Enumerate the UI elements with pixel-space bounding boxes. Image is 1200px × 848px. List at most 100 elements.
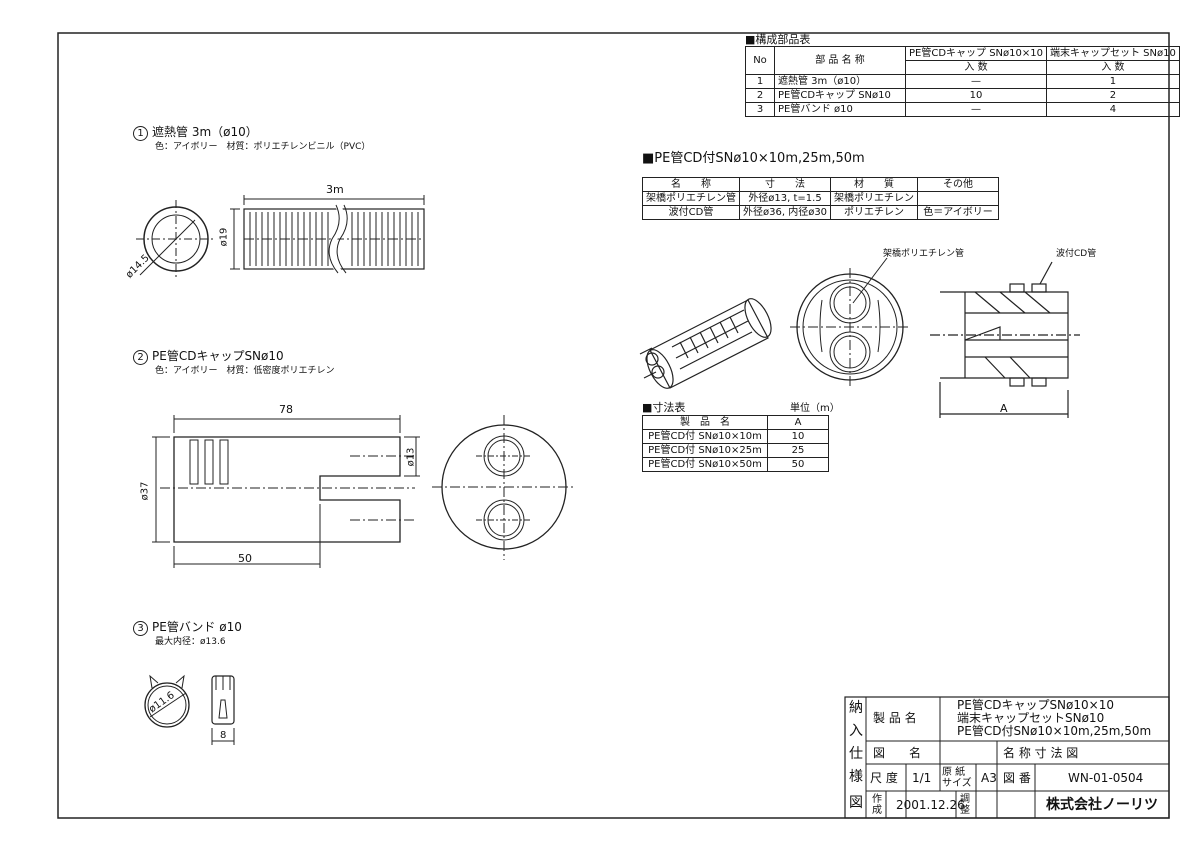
pe-band <box>144 674 235 745</box>
size-cell: 25 <box>767 443 829 458</box>
table-row: PE管CD付 SNø10×10m 10 <box>642 429 829 444</box>
product-line-1: PE管CDキャップSNø10×10 <box>957 698 1114 712</box>
company-name: 株式会社ノーリツ <box>1046 797 1158 813</box>
cd-cell: 外径ø13, t=1.5 <box>738 191 832 206</box>
cd-cell: 波付CD管 <box>642 205 740 220</box>
table-row: 架橋ポリエチレン管 外径ø13, t=1.5 架橋ポリエチレン <box>642 191 1000 206</box>
part3-title: PE管バンド ø10 <box>152 620 242 634</box>
col-set2: 端末キャップセット SNø10 <box>1045 46 1180 61</box>
cd-section-title: ■PE管CD付SNø10×10m,25m,50m <box>642 151 865 166</box>
number-label: 図 番 <box>1003 771 1031 785</box>
cd-cap-end <box>432 415 576 560</box>
heat-tube-ribs <box>249 212 419 266</box>
row-name: 遮熱管 3m（ø10） <box>774 74 906 89</box>
part3-dim-width: 8 <box>220 730 227 741</box>
product-line-3: PE管CD付SNø10×10m,25m,50m <box>957 724 1152 738</box>
row-q2: 2 <box>1045 88 1180 103</box>
size-table-unit: 単位（m） <box>790 403 840 414</box>
size-cell: PE管CD付 SNø10×10m <box>642 429 768 444</box>
dim-a-label: A <box>1000 402 1008 415</box>
part1-dim-dia: ø19 <box>218 227 230 247</box>
part2-dim-hole: ø13 <box>405 447 417 467</box>
part2-dim-slot: 50 <box>238 552 252 565</box>
size-cell: PE管CD付 SNø10×50m <box>642 457 768 472</box>
cd-header: 材 質 <box>830 177 919 192</box>
cd-cell: 架橋ポリエチレン管 <box>642 191 740 206</box>
side-char: 入 <box>849 723 863 739</box>
cd-cell <box>917 191 1000 206</box>
heat-tube-section <box>136 200 216 278</box>
made-date: 2001.12.26 <box>896 798 965 812</box>
paper-label: 原 紙 サイズ <box>942 767 972 789</box>
drawing-name: 名 称 寸 法 図 <box>1003 746 1079 760</box>
made-label: 作 成 <box>872 794 882 816</box>
scale-value: 1/1 <box>912 771 932 785</box>
cd-spec-table: 名 称 寸 法 材 質 その他 架橋ポリエチレン管 外径ø13, t=1.5 架… <box>642 177 1000 220</box>
cd-pipe-iso <box>639 298 772 389</box>
part2-dim-dia: ø37 <box>139 481 151 501</box>
part3-spec: 最大内径：ø13.6 <box>155 637 226 647</box>
title-block-lines <box>844 696 1170 819</box>
part3-heading: 3 PE管バンド ø10 <box>133 621 242 636</box>
row-no: 3 <box>745 102 775 117</box>
size-table-title: ■寸法表 <box>642 401 686 414</box>
table-row: PE管CD付 SNø10×50m 50 <box>642 457 829 472</box>
label-cd-pipe: 波付CD管 <box>1056 249 1097 259</box>
part1-title: 遮熱管 3m（ø10） <box>152 125 258 139</box>
size-cell: 10 <box>767 429 829 444</box>
part1-heading: 1 遮熱管 3m（ø10） <box>133 126 258 141</box>
sheet-border <box>57 32 1170 819</box>
cd-header: その他 <box>917 177 1000 192</box>
row-name: PE管バンド ø10 <box>774 102 906 117</box>
cd-cell: 色＝アイボリー <box>917 205 1000 220</box>
part2-title: PE管CDキャップSNø10 <box>152 349 284 363</box>
side-char: 様 <box>849 769 863 785</box>
size-header: 製 品 名 <box>642 415 768 430</box>
side-char: 仕 <box>849 746 863 762</box>
parts-table: No 部 品 名 称 PE管CDキャップ SNø10×10 端末キャップセット … <box>745 46 1180 117</box>
cd-cell: 架橋ポリエチレン <box>830 191 919 206</box>
cd-header: 寸 法 <box>738 177 832 192</box>
heat-tube-side <box>230 195 425 275</box>
part3-number: 3 <box>133 621 148 636</box>
size-table: 製 品 名 A PE管CD付 SNø10×10m 10 PE管CD付 SNø10… <box>642 415 829 472</box>
row-q1: — <box>905 74 1047 89</box>
col-set1: PE管CDキャップ SNø10×10 <box>905 46 1047 61</box>
col-name: 部 品 名 称 <box>774 46 906 75</box>
table-row: 2 PE管CDキャップ SNø10 10 2 <box>745 88 1180 103</box>
drawing-number: WN-01-0504 <box>1068 771 1144 785</box>
size-cell: 50 <box>767 457 829 472</box>
size-cell: PE管CD付 SNø10×25m <box>642 443 768 458</box>
part1-dim-length: 3m <box>326 183 344 196</box>
parts-table-title: ■構成部品表 <box>745 33 811 46</box>
table-row: 波付CD管 外径ø36, 内径ø30 ポリエチレン 色＝アイボリー <box>642 205 1000 220</box>
side-char: 納 <box>849 700 863 716</box>
drawing-label: 図 名 <box>873 746 922 760</box>
col-no: No <box>745 46 775 75</box>
cd-pipe-side <box>930 261 1080 418</box>
cd-header: 名 称 <box>642 177 740 192</box>
part2-dim-length: 78 <box>279 403 293 416</box>
part2-number: 2 <box>133 350 148 365</box>
check-label: 調 整 <box>960 794 970 816</box>
table-row: 1 遮熱管 3m（ø10） — 1 <box>745 74 1180 89</box>
row-q1: 10 <box>905 88 1047 103</box>
row-name: PE管CDキャップ SNø10 <box>774 88 906 103</box>
product-line-2: 端末キャップセットSNø10 <box>957 711 1105 725</box>
side-char: 図 <box>849 795 863 811</box>
size-header: A <box>767 415 829 430</box>
cd-pipe-section <box>790 257 910 388</box>
cd-cell: ポリエチレン <box>830 205 919 220</box>
cd-cell: 外径ø36, 内径ø30 <box>738 205 832 220</box>
row-q2: 1 <box>1045 74 1180 89</box>
cd-cap-side <box>152 415 420 568</box>
row-q2: 4 <box>1045 102 1180 117</box>
part1-number: 1 <box>133 126 148 141</box>
product-label: 製 品 名 <box>873 711 917 725</box>
part2-spec: 色：アイボリー 材質：低密度ポリエチレン <box>155 366 335 376</box>
row-no: 1 <box>745 74 775 89</box>
col-qty2: 入 数 <box>1045 60 1180 75</box>
scale-label: 尺 度 <box>870 771 898 785</box>
